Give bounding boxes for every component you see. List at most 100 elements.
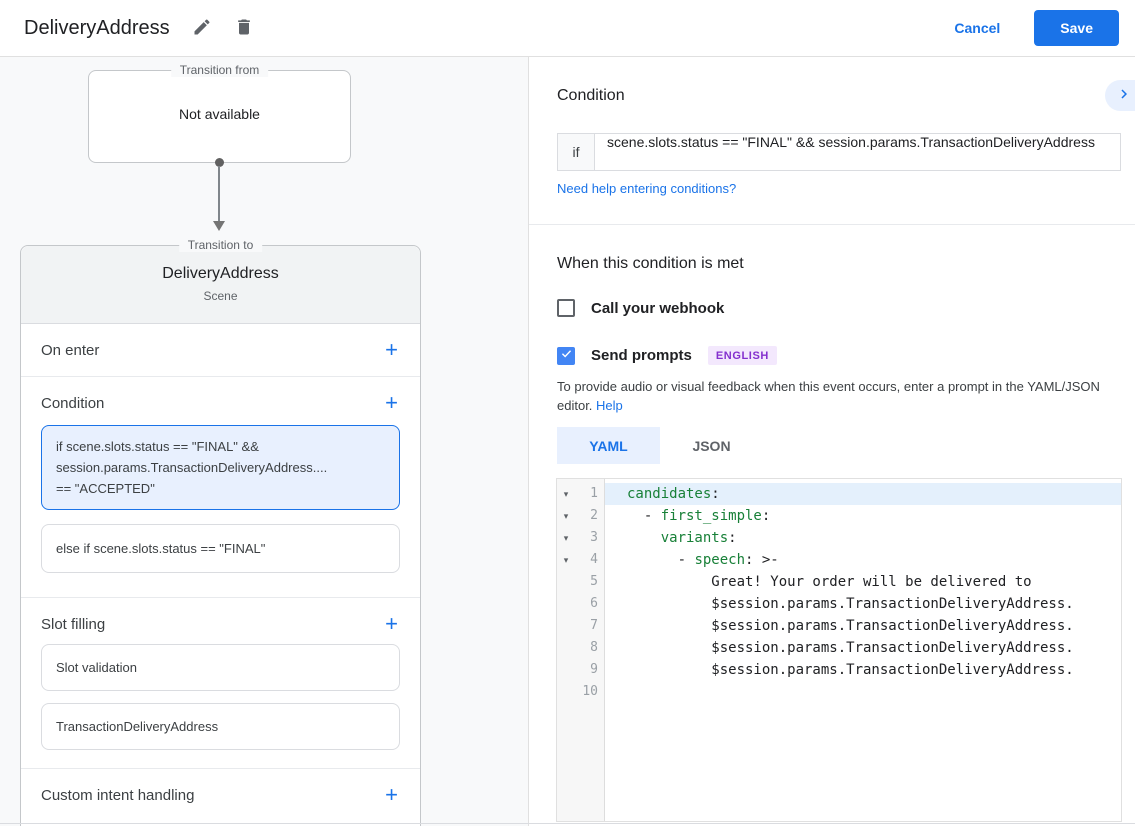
code-line: ▾2 - first_simple: (557, 505, 1121, 527)
cancel-button[interactable]: Cancel (954, 20, 1000, 36)
delete-scene-button[interactable] (230, 13, 258, 44)
custom-intent-section: Custom intent handling + (21, 769, 420, 821)
custom-intent-label: Custom intent handling (41, 787, 194, 804)
arrow-head-icon (213, 221, 225, 231)
yaml-text: : (762, 508, 770, 524)
condition-detail-panel: Condition if scene.slots.status == "FINA… (528, 57, 1135, 826)
scene-name: DeliveryAddress (21, 265, 420, 283)
code-text[interactable]: $session.params.TransactionDeliveryAddre… (605, 659, 1121, 681)
edit-title-button[interactable] (188, 13, 216, 44)
condition-cards: if scene.slots.status == "FINAL" &&sessi… (21, 425, 420, 597)
line-number: 2 (575, 505, 605, 527)
slot-filling-label: Slot filling (41, 616, 105, 633)
code-text[interactable]: $session.params.TransactionDeliveryAddre… (605, 593, 1121, 615)
line-number: 9 (575, 659, 605, 681)
prompts-description: To provide audio or visual feedback when… (557, 377, 1121, 415)
tab-yaml[interactable]: YAML (557, 427, 660, 464)
line-number: 3 (575, 527, 605, 549)
condition-card-else[interactable]: else if scene.slots.status == "FINAL" (41, 524, 400, 573)
scene-card-header: DeliveryAddress Scene (21, 246, 420, 324)
help-link[interactable]: Help (596, 398, 623, 413)
webhook-row: Call your webhook (557, 299, 1121, 317)
add-condition-button[interactable]: + (385, 394, 398, 412)
line-number: 6 (575, 593, 605, 615)
arrow-line (218, 166, 220, 222)
line-number: 10 (575, 681, 605, 703)
slot-card[interactable]: TransactionDeliveryAddress (41, 703, 400, 750)
slot-cards: Slot validationTransactionDeliveryAddres… (21, 644, 420, 768)
transition-from-box: Transition from Not available (88, 70, 351, 163)
call-webhook-checkbox[interactable] (557, 299, 575, 317)
yaml-text (627, 530, 661, 546)
panel-divider (529, 224, 1135, 225)
checkmark-icon (560, 347, 573, 365)
fold-spacer (557, 615, 575, 637)
yaml-text: : (711, 486, 719, 502)
page-bottom-divider (0, 823, 1135, 824)
transition-arrow (213, 158, 225, 232)
condition-expression-row: if scene.slots.status == "FINAL" && sess… (557, 133, 1121, 171)
yaml-editor[interactable]: ▾1candidates:▾2 - first_simple:▾3 varian… (556, 478, 1122, 822)
code-line: ▾4 - speech: >- (557, 549, 1121, 571)
yaml-key: speech (694, 552, 745, 568)
condition-panel-heading: Condition (557, 87, 1121, 105)
condition-header: Condition + (21, 377, 420, 429)
custom-intent-header: Custom intent handling + (21, 769, 420, 821)
slot-filling-header: Slot filling + (21, 598, 420, 650)
slot-card[interactable]: Slot validation (41, 644, 400, 691)
line-number: 7 (575, 615, 605, 637)
transition-from-value: Not available (89, 71, 350, 162)
line-number: 1 (575, 483, 605, 505)
send-prompts-checkbox[interactable] (557, 347, 575, 365)
slot-filling-section: Slot filling + Slot validationTransactio… (21, 598, 420, 769)
transition-to-legend: Transition to (179, 238, 263, 252)
code-text[interactable]: $session.params.TransactionDeliveryAddre… (605, 637, 1121, 659)
fold-spacer (557, 571, 575, 593)
yaml-text: Great! Your order will be delivered to (627, 574, 1032, 590)
condition-expression-input[interactable]: scene.slots.status == "FINAL" && session… (595, 134, 1120, 170)
code-text[interactable]: variants: (605, 527, 1121, 549)
chevron-right-icon (1115, 85, 1133, 106)
add-slot-button[interactable]: + (385, 615, 398, 633)
conditions-help-link[interactable]: Need help entering conditions? (557, 181, 736, 196)
fold-arrow-icon[interactable]: ▾ (557, 483, 575, 505)
code-text[interactable]: $session.params.TransactionDeliveryAddre… (605, 615, 1121, 637)
yaml-text: $session.params.TransactionDeliveryAddre… (627, 662, 1074, 678)
pencil-icon (192, 17, 212, 40)
fold-arrow-icon[interactable]: ▾ (557, 505, 575, 527)
add-custom-intent-button[interactable]: + (385, 786, 398, 804)
send-prompts-label: Send prompts (591, 347, 692, 364)
code-text[interactable]: - speech: >- (605, 549, 1121, 571)
code-text[interactable]: candidates: (605, 483, 1121, 505)
code-text[interactable] (605, 681, 1121, 703)
code-line: 8 $session.params.TransactionDeliveryAdd… (557, 637, 1121, 659)
editor-code-lines: ▾1candidates:▾2 - first_simple:▾3 varian… (557, 479, 1121, 703)
code-text[interactable]: Great! Your order will be delivered to (605, 571, 1121, 593)
yaml-text: $session.params.TransactionDeliveryAddre… (627, 596, 1074, 612)
prompts-description-text: To provide audio or visual feedback when… (557, 379, 1100, 413)
transition-from-legend: Transition from (171, 63, 269, 77)
scene-type-label: Scene (21, 289, 420, 303)
trash-icon (234, 17, 254, 40)
on-enter-label: On enter (41, 342, 99, 359)
send-prompts-row: Send prompts ENGLISH (557, 346, 1121, 365)
collapse-panel-button[interactable] (1105, 80, 1135, 111)
code-line: 9 $session.params.TransactionDeliveryAdd… (557, 659, 1121, 681)
fold-arrow-icon[interactable]: ▾ (557, 527, 575, 549)
yaml-text: : (728, 530, 736, 546)
fold-spacer (557, 659, 575, 681)
code-line: 7 $session.params.TransactionDeliveryAdd… (557, 615, 1121, 637)
save-button[interactable]: Save (1034, 10, 1119, 46)
yaml-text: - (627, 508, 661, 524)
tab-json[interactable]: JSON (660, 427, 763, 464)
page-title: DeliveryAddress (24, 17, 170, 40)
code-text[interactable]: - first_simple: (605, 505, 1121, 527)
fold-arrow-icon[interactable]: ▾ (557, 549, 575, 571)
yaml-text: $session.params.TransactionDeliveryAddre… (627, 618, 1074, 634)
scene-canvas: Transition from Not available Transition… (0, 57, 528, 826)
yaml-text: : >- (745, 552, 779, 568)
call-webhook-label: Call your webhook (591, 300, 724, 317)
condition-card-line: session.params.TransactionDeliveryAddres… (56, 457, 385, 478)
condition-card-selected[interactable]: if scene.slots.status == "FINAL" &&sessi… (41, 425, 400, 510)
add-on-enter-button[interactable]: + (385, 341, 398, 359)
